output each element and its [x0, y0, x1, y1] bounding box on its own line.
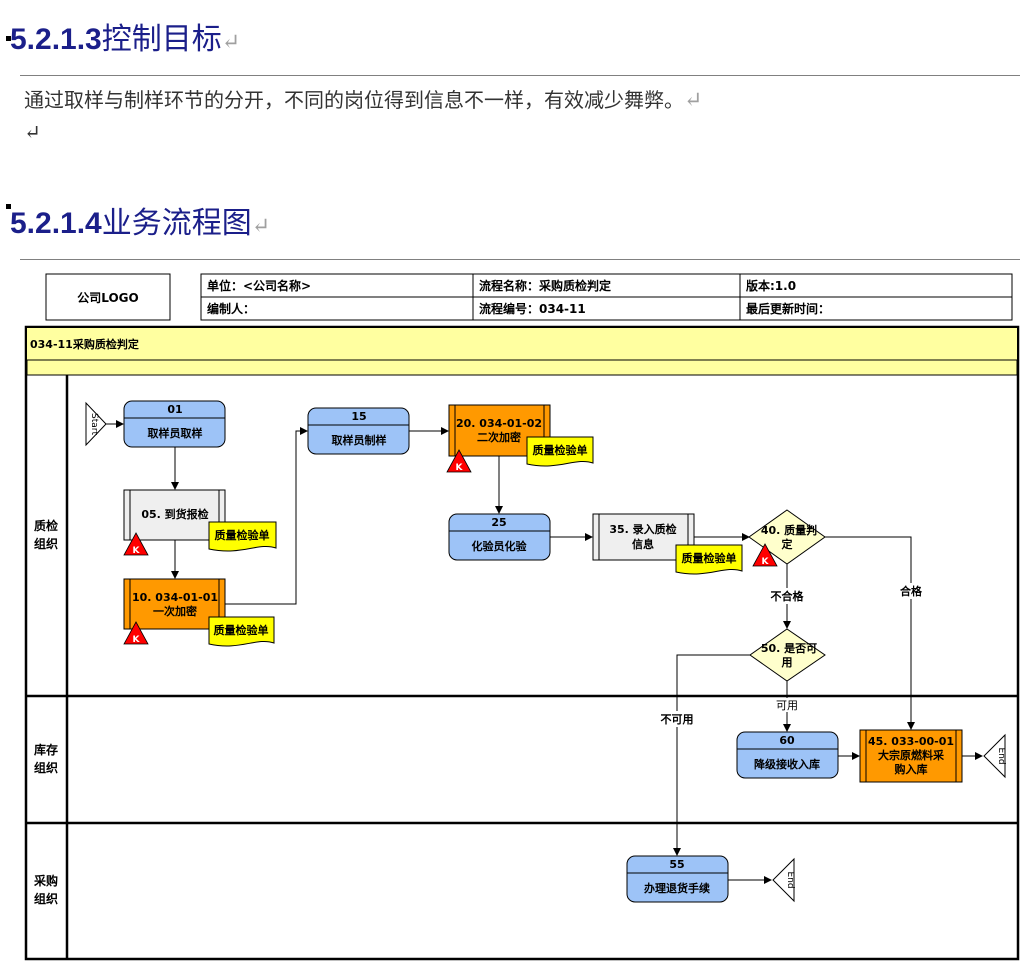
diagram-title: 034-11采购质检判定 [30, 337, 139, 351]
svg-text:取样员取样: 取样员取样 [148, 426, 203, 440]
svg-text:用: 用 [782, 656, 793, 669]
svg-text:K: K [456, 463, 464, 473]
risk-marker-40: K [752, 543, 778, 567]
svg-text:20. 034-01-02: 20. 034-01-02 [456, 417, 542, 430]
document-quality-sheet-20: 质量检验单 [526, 436, 594, 467]
svg-text:取样员制样: 取样员制样 [332, 433, 387, 447]
header-flow-name: 流程名称：采购质检判定 [479, 278, 611, 293]
svg-text:办理退货手续: 办理退货手续 [644, 881, 710, 895]
activity-60: 60 降级接收入库 [736, 731, 839, 779]
document-quality-sheet-10: 质量检验单 [208, 616, 275, 647]
edge-label-unusable: 不可用 [661, 713, 694, 726]
svg-text:55: 55 [669, 858, 684, 871]
lane-label-qc-2: 组织 [34, 536, 58, 551]
lane-label-inventory-1: 库存 [34, 742, 58, 757]
svg-text:15: 15 [351, 410, 366, 423]
svg-text:45. 033-00-01: 45. 033-00-01 [868, 735, 954, 748]
activity-15: 15 取样员制样 [307, 407, 410, 455]
header-unit: 单位：<公司名称> [207, 278, 311, 293]
activity-01: 01 取样员取样 [123, 400, 226, 448]
svg-text:二次加密: 二次加密 [477, 430, 521, 444]
subprocess-45: 45. 033-00-01 大宗原燃料采 购入库 [859, 729, 963, 783]
subprocess-10: 10. 034-01-01 一次加密 [123, 578, 226, 630]
svg-text:信息: 信息 [632, 537, 654, 551]
edge-40-45 [825, 536, 915, 730]
heading-process-flowchart: 5.2.1.4业务流程图↵ [6, 198, 270, 242]
svg-text:05. 到货报检: 05. 到货报检 [141, 507, 208, 521]
end-node-purchase: End [772, 857, 795, 903]
risk-marker-20: K [446, 449, 472, 473]
svg-text:质量检验单: 质量检验单 [215, 528, 270, 542]
risk-marker-05: K [123, 532, 149, 556]
svg-text:降级接收入库: 降级接收入库 [754, 757, 820, 771]
svg-text:10. 034-01-01: 10. 034-01-01 [132, 591, 218, 604]
svg-text:40. 质量判: 40. 质量判 [761, 523, 817, 537]
body-paragraph: 通过取样与制样环节的分开，不同的岗位得到信息不一样，有效减少舞弊。↵ [24, 88, 703, 113]
activity-25: 25 化验员化验 [448, 513, 551, 561]
svg-text:50. 是否可: 50. 是否可 [761, 642, 817, 655]
lane-label-qc-1: 质检 [34, 518, 58, 533]
activity-05: 05. 到货报检 [123, 489, 226, 541]
heading-rule-2 [20, 259, 1020, 260]
svg-text:Start: Start [89, 413, 99, 435]
svg-text:35. 录入质检: 35. 录入质检 [609, 522, 676, 536]
svg-text:质量检验单: 质量检验单 [682, 551, 737, 565]
svg-text:质量检验单: 质量检验单 [533, 443, 588, 457]
edge-50-55 [673, 654, 750, 856]
document-quality-sheet-35: 质量检验单 [675, 544, 743, 575]
edge-label-usable: 可用 [776, 699, 798, 712]
document-quality-sheet-05: 质量检验单 [208, 521, 277, 552]
lane-label-purchase-2: 组织 [34, 891, 58, 906]
svg-text:End: End [996, 747, 1006, 764]
company-logo: 公司LOGO [77, 291, 138, 305]
risk-marker-10: K [123, 621, 149, 645]
edge-10-15 [225, 427, 308, 605]
header-version: 版本:1.0 [746, 278, 796, 293]
edge-label-fail: 不合格 [771, 589, 805, 603]
svg-text:化验员化验: 化验员化验 [472, 539, 528, 553]
edge-label-pass: 合格 [900, 584, 923, 598]
svg-text:60: 60 [779, 734, 795, 747]
svg-text:K: K [762, 557, 770, 567]
start-node: Start [85, 401, 107, 447]
heading-control-objective: 5.2.1.3控制目标↵ [6, 14, 240, 58]
decision-50: 50. 是否可 用 [749, 628, 826, 682]
svg-text:大宗原燃料采: 大宗原燃料采 [878, 748, 945, 762]
diagram-title-band [27, 328, 1017, 360]
activity-55: 55 办理退货手续 [626, 855, 729, 903]
lane-label-inventory-2: 组织 [34, 760, 58, 775]
svg-text:K: K [133, 635, 141, 645]
svg-text:01: 01 [167, 403, 182, 416]
header-editor: 编制人： [206, 301, 255, 316]
lane-label-purchase-1: 采购 [33, 873, 58, 888]
header-flow-code: 流程编号：034-11 [479, 301, 586, 316]
svg-text:K: K [133, 546, 141, 556]
svg-text:购入库: 购入库 [895, 762, 928, 776]
svg-text:质量检验单: 质量检验单 [214, 623, 269, 637]
svg-text:定: 定 [782, 537, 793, 551]
header-last-update: 最后更新时间： [746, 301, 830, 316]
decision-40: 40. 质量判 定 [748, 509, 826, 565]
end-node-inventory: End [983, 733, 1006, 779]
svg-text:一次加密: 一次加密 [153, 604, 197, 618]
heading-rule [20, 75, 1020, 76]
empty-paragraph-mark: ↵ [24, 120, 41, 144]
svg-text:25: 25 [491, 516, 506, 529]
svg-text:End: End [785, 871, 795, 888]
header-table: 公司LOGO 单位：<公司名称> 流程名称：采购质检判定 版本:1.0 编制人：… [45, 273, 1013, 321]
